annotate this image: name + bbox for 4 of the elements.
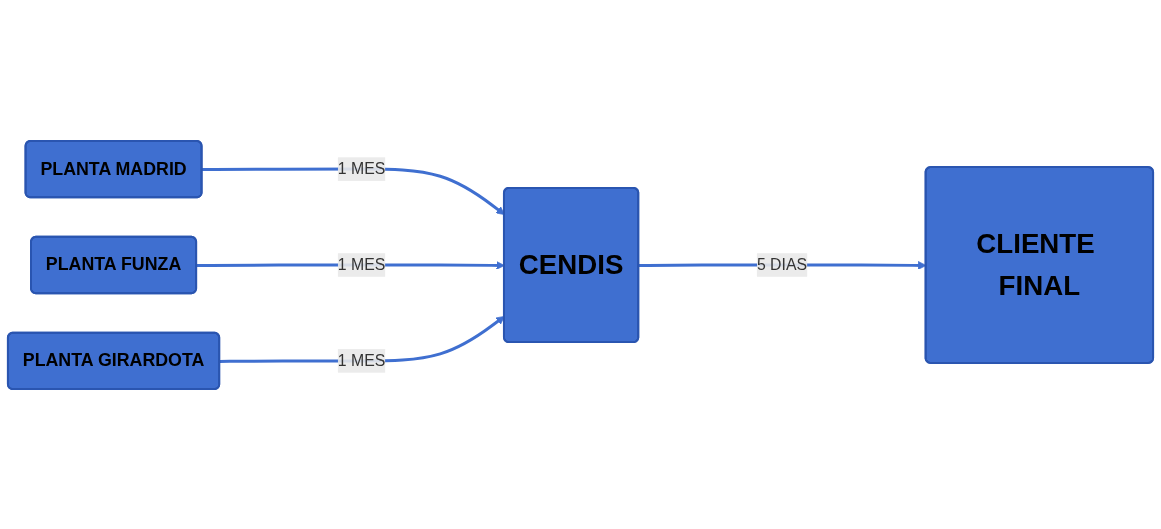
edge-label: 1 MES bbox=[337, 351, 386, 369]
edge-label: 1 MES bbox=[337, 159, 386, 177]
edge-label: 1 MES bbox=[337, 255, 386, 273]
edge-label: 5 DIAS bbox=[756, 255, 807, 273]
